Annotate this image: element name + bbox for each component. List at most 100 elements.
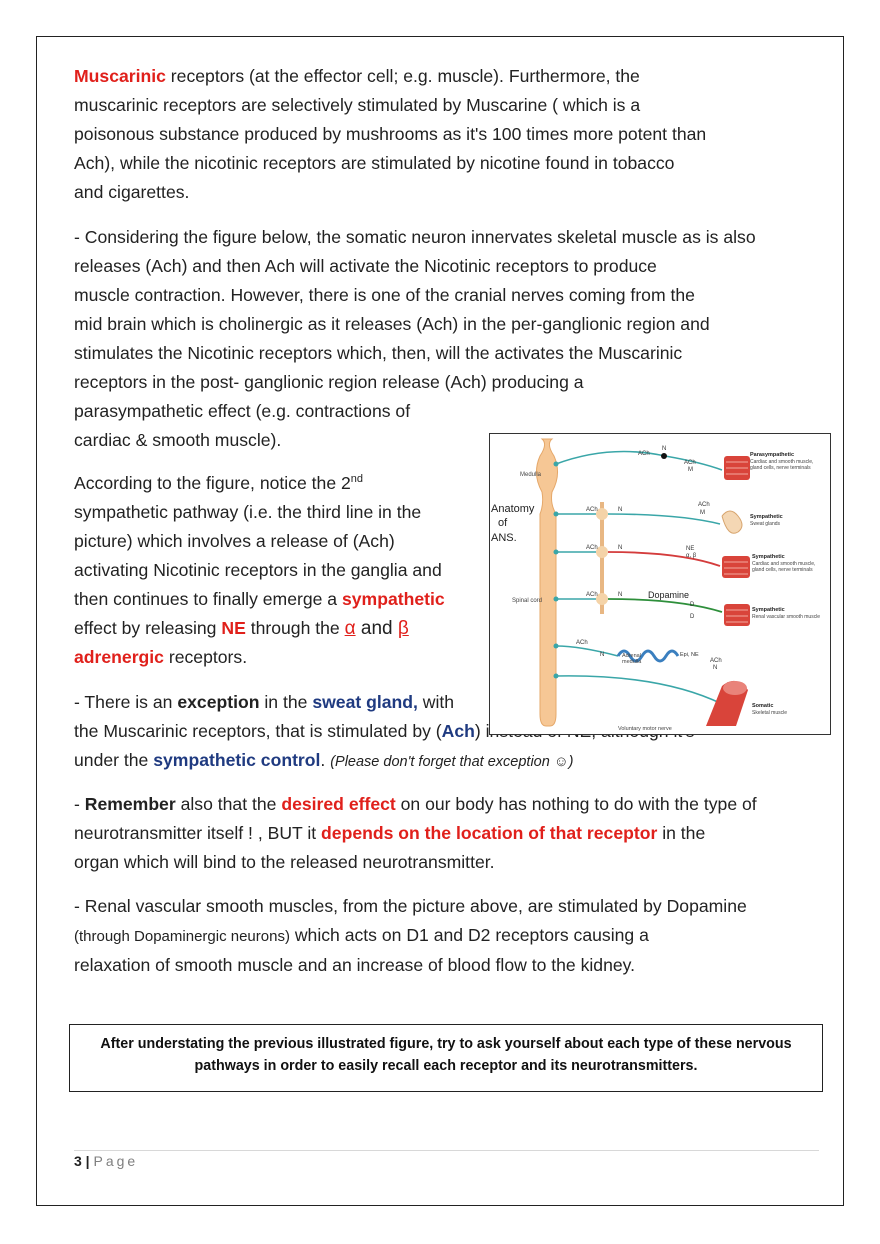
- label-spinal-cord: Spinal cord: [512, 598, 542, 604]
- svg-text:Cardiac and smooth muscle,: Cardiac and smooth muscle,: [750, 459, 813, 465]
- svg-text:N: N: [662, 446, 666, 452]
- label-medulla2: medulla: [622, 659, 642, 665]
- svg-text:ACh: ACh: [586, 507, 598, 513]
- ganglion-node: [596, 593, 608, 605]
- note-line: pathways in order to easily recall each …: [194, 1058, 698, 1074]
- dopaminergic-note: (through Dopaminergic neurons): [74, 928, 290, 945]
- paragraph-sympathetic-pathway: According to the figure, notice the 2nd …: [74, 469, 445, 672]
- text-line: sympathetic pathway (i.e. the third line…: [74, 502, 422, 522]
- svg-text:N: N: [713, 665, 717, 671]
- skeletal-muscle-icon: [706, 680, 748, 726]
- text-line: effect by releasing: [74, 618, 222, 638]
- paragraph-remember: - Remember also that the desired effect …: [74, 790, 757, 877]
- nerve-origin: [553, 643, 559, 649]
- somatic-fiber: [555, 675, 723, 705]
- svg-text:N: N: [618, 592, 622, 598]
- text-line: stimulates the Nicotinic receptors which…: [74, 343, 683, 363]
- term-remember: Remember: [84, 794, 176, 814]
- text-line: and cigarettes.: [74, 182, 190, 202]
- figure-title: of: [498, 517, 508, 529]
- text-line: receptors in the post- ganglionic region…: [74, 372, 584, 392]
- text-line: - Considering the figure below, the soma…: [74, 227, 756, 247]
- target-label: Parasympathetic: [750, 452, 794, 458]
- alpha-symbol: α: [344, 618, 356, 639]
- page-label: Page: [93, 1153, 139, 1169]
- note-line: After understating the previous illustra…: [100, 1036, 792, 1052]
- svg-text:gland cells, nerve terminals: gland cells, nerve terminals: [752, 567, 813, 573]
- dopaminergic-fiber: [607, 598, 723, 613]
- page-border: [36, 36, 844, 1206]
- smooth-muscle-icon: [722, 556, 750, 578]
- svg-text:ACh: ACh: [684, 460, 696, 466]
- label-dopamine: Dopamine: [648, 590, 689, 600]
- label-voluntary: Voluntary motor nerve: [618, 726, 672, 732]
- svg-text:M: M: [688, 467, 693, 473]
- text-line: releases (Ach) and then Ach will activat…: [74, 256, 657, 276]
- page-number: 3: [74, 1153, 82, 1169]
- figure-title: ANS.: [491, 532, 517, 544]
- ganglion-node: [596, 546, 608, 558]
- beta-symbol: β: [397, 618, 409, 639]
- text-and: and: [355, 618, 398, 639]
- term-adrenergic: adrenergic: [74, 647, 164, 667]
- text-line: then continues to finally emerge a: [74, 589, 342, 609]
- text-line: through the: [245, 618, 345, 638]
- svg-text:Epi, NE: Epi, NE: [680, 652, 699, 658]
- term-sympathetic: sympathetic: [341, 589, 445, 609]
- label-adrenal: Adrenal: [622, 653, 641, 659]
- svg-text:ACh: ACh: [698, 502, 710, 508]
- svg-text:Sweat glands: Sweat glands: [750, 521, 781, 527]
- text-line: receptors (at the effector cell; e.g. mu…: [165, 66, 640, 86]
- target-label: Sympathetic: [752, 607, 785, 613]
- term-sympathetic-control: sympathetic control: [153, 750, 321, 770]
- svg-text:gland cells, nerve terminals: gland cells, nerve terminals: [750, 465, 811, 471]
- text-line: organ which will bind to the released ne…: [74, 852, 495, 872]
- reminder-note: (Please don't forget that exception ☺): [330, 754, 574, 770]
- ganglion-node: [596, 508, 608, 520]
- postganglionic-fiber: [607, 513, 721, 525]
- text-line: According to the figure, notice the 2: [74, 473, 351, 493]
- svg-text:NE: NE: [686, 546, 694, 552]
- adrenergic-fiber: [607, 551, 721, 567]
- svg-text:ACh: ACh: [576, 640, 588, 646]
- term-muscarinic: Muscarinic: [74, 66, 166, 86]
- spinal-cord-shape: [536, 438, 558, 727]
- footer-separator: |: [81, 1153, 94, 1169]
- text-line: muscle contraction. However, there is on…: [74, 285, 695, 305]
- nerve-origin: [553, 596, 559, 602]
- svg-text:Renal vascular smooth muscle: Renal vascular smooth muscle: [752, 614, 820, 620]
- text-line: picture) which involves a release of (Ac…: [74, 531, 395, 551]
- cardiac-muscle-icon: [724, 456, 750, 480]
- term-receptor-location: depends on the location of that receptor: [321, 823, 658, 843]
- paragraph-somatic-neuron: - Considering the figure below, the soma…: [74, 223, 756, 455]
- term-desired-effect: desired effect: [281, 794, 396, 814]
- text-line: - Renal vascular smooth muscles, from th…: [74, 896, 747, 916]
- nerve-origin: [553, 461, 559, 467]
- svg-text:D: D: [690, 602, 695, 608]
- superscript: nd: [350, 473, 364, 486]
- svg-text:M: M: [700, 510, 705, 516]
- target-label: Sympathetic: [752, 554, 785, 560]
- text-line: parasympathetic effect (e.g. contraction…: [74, 401, 411, 421]
- ans-anatomy-figure: Anatomy of ANS. Medulla Spinal cord Adre…: [489, 433, 831, 735]
- label-medulla: Medulla: [520, 472, 542, 478]
- nerve-origin: [553, 549, 559, 555]
- term-exception: exception: [177, 692, 260, 712]
- ganglion-dot: [661, 453, 667, 459]
- paragraph-renal: - Renal vascular smooth muscles, from th…: [74, 892, 747, 980]
- text-line: cardiac & smooth muscle).: [74, 430, 282, 450]
- svg-text:ACh: ACh: [710, 658, 722, 664]
- svg-text:ACh: ACh: [586, 545, 598, 551]
- svg-text:Skeletal muscle: Skeletal muscle: [752, 710, 787, 716]
- svg-text:α, β: α, β: [686, 553, 697, 559]
- nerve-origin: [553, 673, 559, 679]
- ans-diagram: Anatomy of ANS. Medulla Spinal cord Adre…: [491, 438, 820, 732]
- text-line: mid brain which is cholinergic as it rel…: [74, 314, 710, 334]
- sweat-gland-icon: [721, 510, 743, 534]
- term-ach: Ach: [441, 721, 475, 741]
- term-sweat-gland: sweat gland,: [312, 692, 418, 712]
- figure-title: Anatomy: [491, 503, 535, 515]
- text-line: relaxation of smooth muscle and an incre…: [74, 955, 636, 975]
- adrenal-medulla-shape: [616, 649, 680, 663]
- text-line: receptors.: [163, 647, 248, 667]
